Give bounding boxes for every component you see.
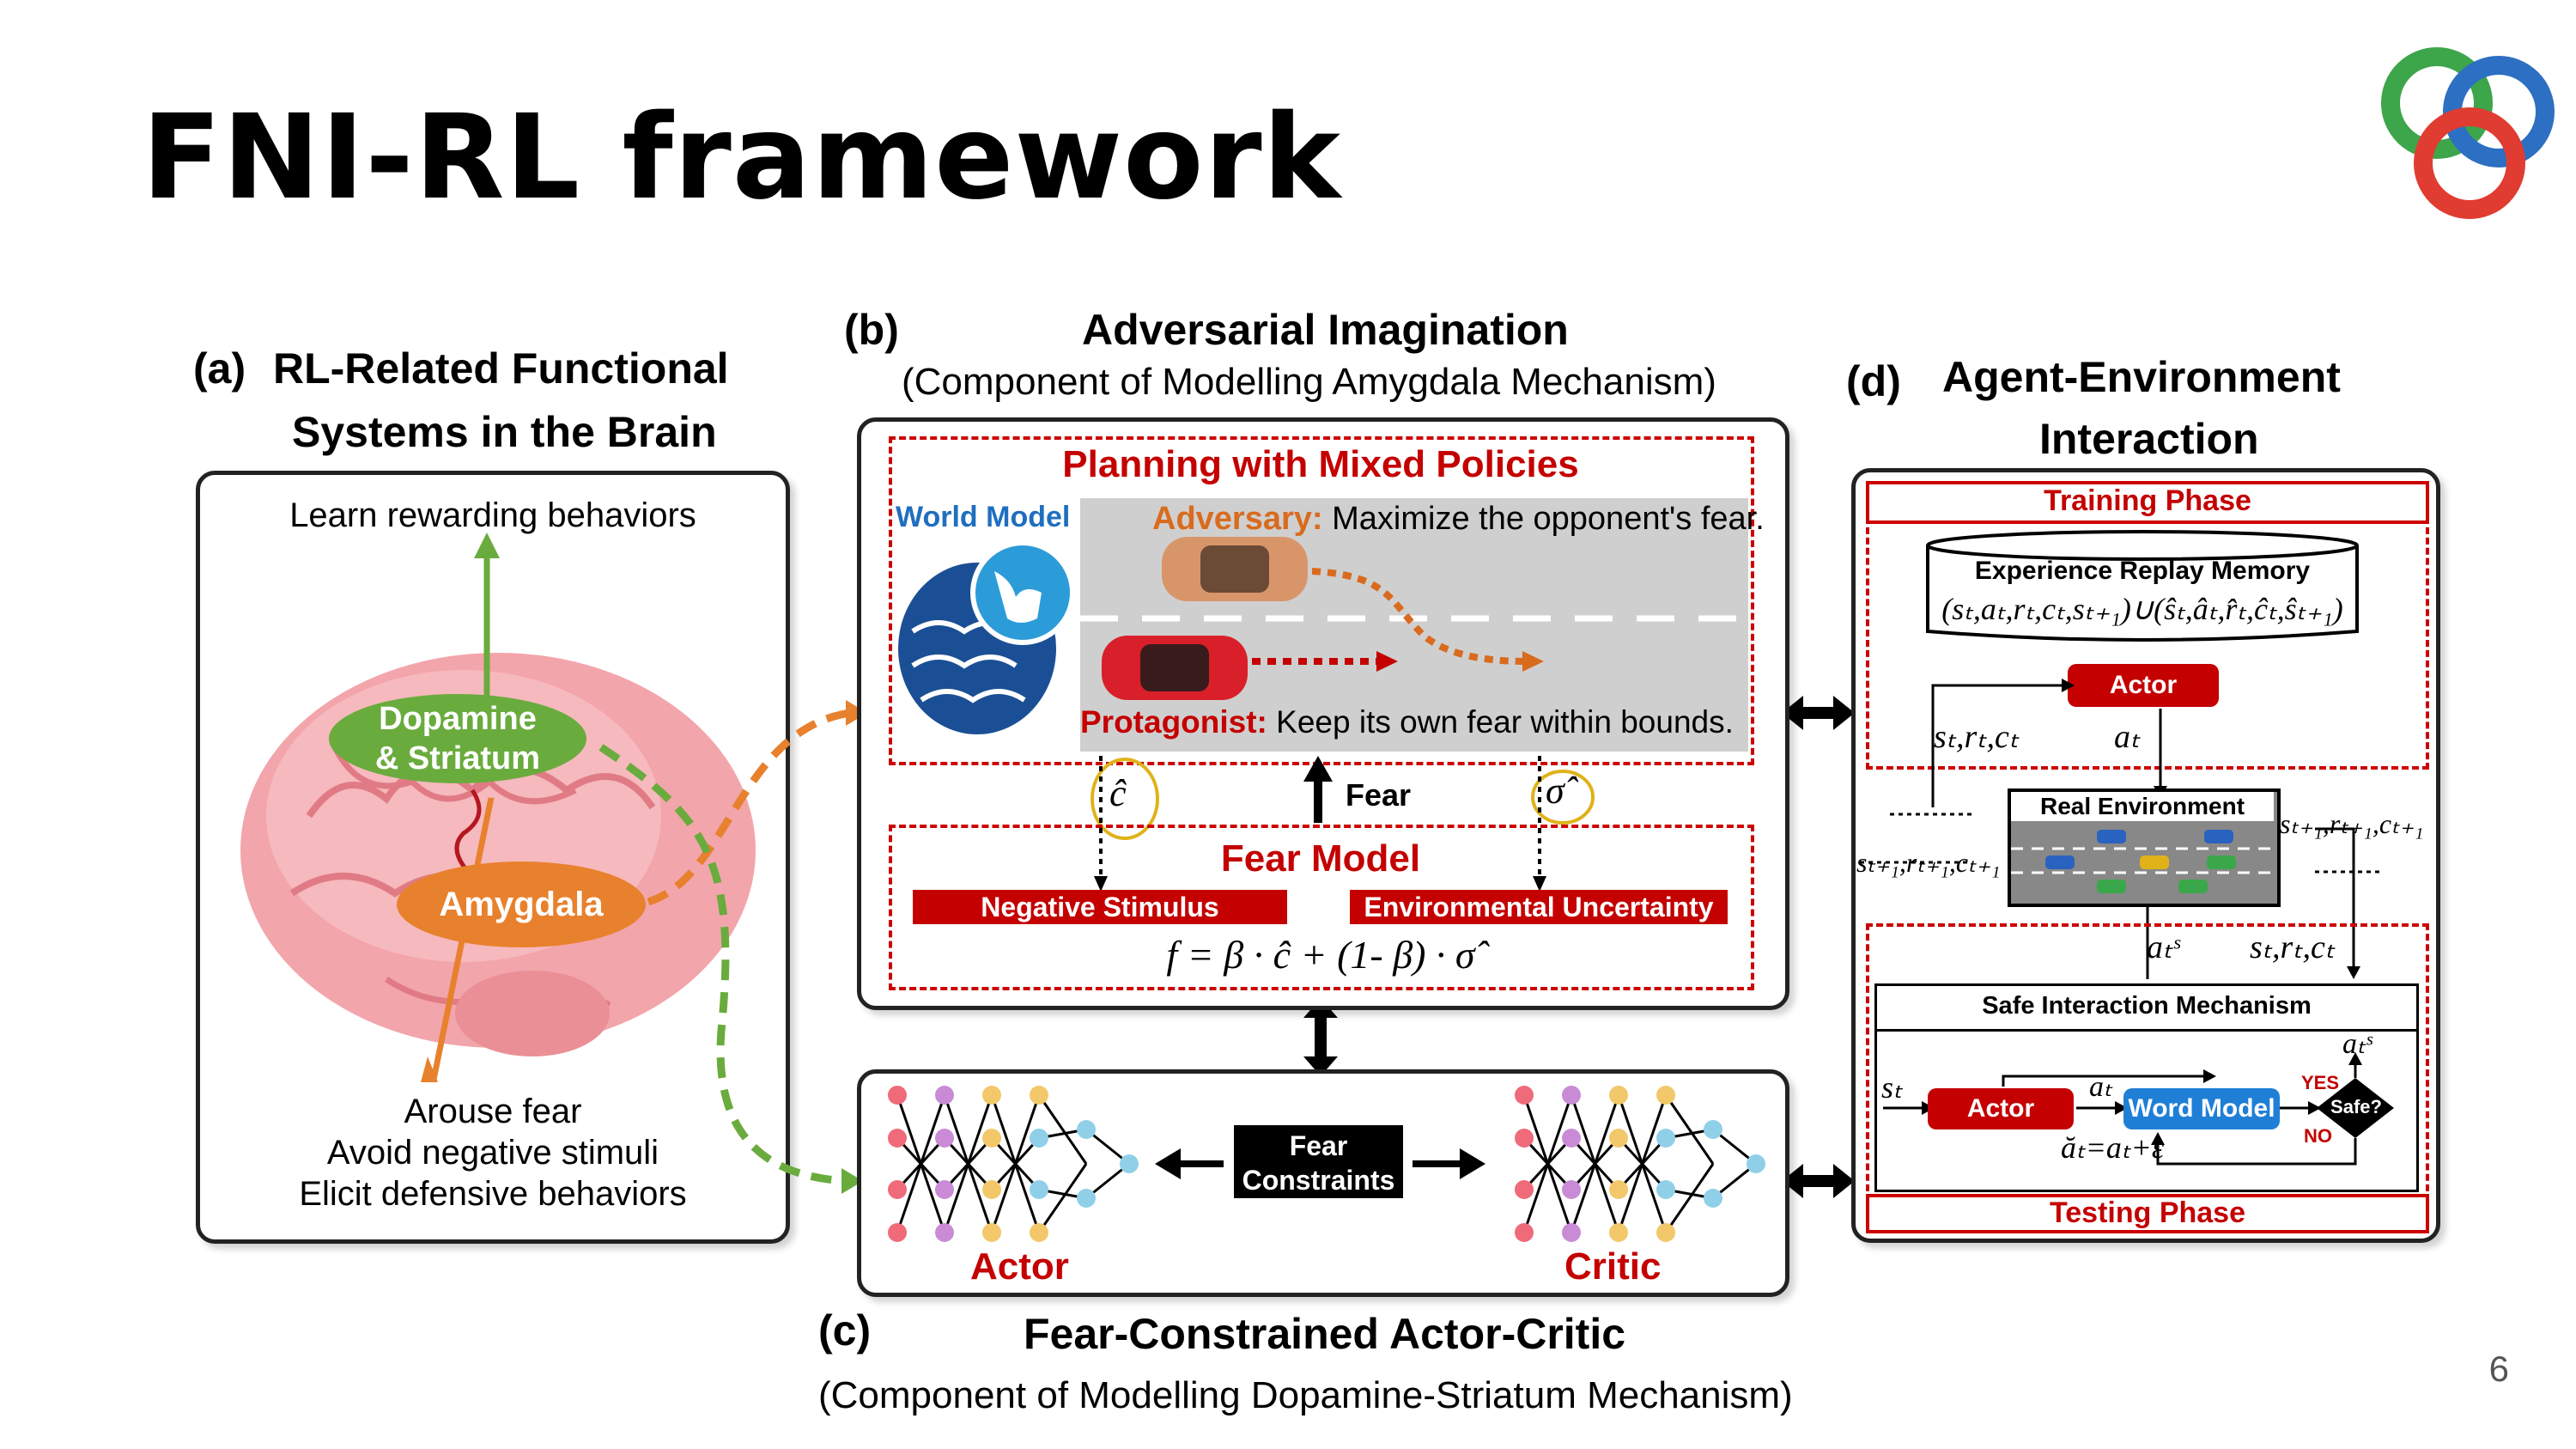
testing-action-label: aₜ: [2089, 1071, 2113, 1103]
word-model-box: Word Model: [2123, 1088, 2280, 1129]
adversary-text-row: Adversary: Maximize the opponent's fear.: [1152, 501, 1765, 538]
safe-mechanism-flow: [1883, 1052, 2394, 1166]
adversary-label: Adversary:: [1152, 501, 1323, 537]
panel-b-subtitle: (Component of Modelling Amygdala Mechani…: [902, 361, 1716, 403]
real-environment-label: Real Environment: [2011, 792, 2274, 821]
panel-c-title: Fear-Constrained Actor-Critic: [1024, 1310, 1626, 1358]
real-environment-road: [2011, 830, 2274, 893]
page-number: 6: [2488, 1349, 2509, 1389]
sigma-hat-symbol: σ̂: [1546, 770, 1564, 812]
avoid-stimuli-text: Avoid negative stimuli: [326, 1134, 659, 1172]
perturbed-action-label: ăₜ=aₜ+ε: [2061, 1130, 2165, 1165]
panel-d-title-line1: Agent-Environment: [1942, 353, 2341, 401]
panel-b-tag: (b): [844, 306, 899, 354]
striatum-label: & Striatum: [374, 740, 541, 776]
panel-a-tag: (a): [193, 344, 246, 393]
panel-a-title-line2: Systems in the Brain: [292, 408, 717, 456]
panel-b-title: Adversarial Imagination: [1082, 306, 1569, 354]
adversary-text: Maximize the opponent's fear.: [1332, 501, 1765, 537]
fear-signals: [1091, 756, 1595, 892]
training-phase-header: [1866, 481, 2429, 524]
replay-memory-title: Experience Replay Memory: [1974, 557, 2311, 585]
panel-c-tag: (c): [818, 1306, 872, 1355]
critic-network-graphic: [1515, 1086, 1765, 1242]
testing-phase-footer: [1866, 1194, 2429, 1233]
next-state-left-label: sₜ₊₁,rₜ₊₁,cₜ₊₁: [1856, 847, 2001, 878]
protagonist-text: Keep its own fear within bounds.: [1276, 704, 1734, 740]
critic-network-label: Critic: [1564, 1245, 1662, 1288]
fear-model-dashed-box: [889, 825, 1754, 990]
replay-memory-formula: (sₜ,aₜ,rₜ,cₜ,sₜ₊₁)∪(ŝₜ,âₜ,r̂ₜ,ĉₜ,ŝₜ₊₁): [1941, 592, 2343, 626]
nature-computation-society-logo: [2381, 47, 2555, 219]
fear-effects-text: Arouse fear Avoid negative stimuli Elici…: [196, 1091, 790, 1215]
learn-rewarding-text: Learn rewarding behaviors: [289, 496, 696, 534]
no-label: NO: [2304, 1125, 2332, 1147]
planning-title: Planning with Mixed Policies: [1062, 443, 1579, 485]
next-state-right-label: sₜ₊₁,rₜ₊₁,cₜ₊₁: [2280, 808, 2424, 839]
dopamine-label: Dopamine: [379, 701, 537, 737]
replay-memory-cylinder: [1926, 530, 2359, 642]
actor-critic-networks: [888, 1086, 1765, 1242]
safe-action-label: aₜˢ: [2147, 929, 2180, 965]
dopamine-striatum-node: Dopamine & Striatum: [329, 694, 586, 783]
testing-phase-label: Testing Phase: [2050, 1196, 2245, 1229]
action-label: aₜ: [2114, 719, 2141, 755]
fear-formula: f = β · ĉ + (1- β) · σ̂: [1166, 933, 1475, 977]
state-input-label: sₜ: [1881, 1070, 1903, 1105]
fear-constraints-line2: Constraints: [1242, 1165, 1395, 1196]
training-actor-box: Actor: [2068, 664, 2219, 707]
arouse-fear-text: Arouse fear: [404, 1093, 582, 1130]
testing-phase-dashed-box: [1866, 923, 2429, 1202]
protagonist-text-row: Protagonist: Keep its own fear within bo…: [1080, 704, 1734, 740]
actor-network-graphic: [888, 1086, 1139, 1242]
safe-mechanism-label: Safe Interaction Mechanism: [1982, 992, 2312, 1020]
safe-mechanism-header: [1874, 983, 2419, 1032]
road-scene-drawing: [1080, 537, 1748, 700]
world-model-label: World Model: [896, 501, 1071, 533]
training-phase-label: Training Phase: [2044, 484, 2251, 517]
yes-label: YES: [2301, 1072, 2340, 1093]
negative-stimulus-bar: Negative Stimulus: [913, 890, 1287, 924]
slide-title: FNI-RL framework: [142, 90, 1342, 226]
amygdala-node: Amygdala: [397, 861, 646, 947]
safe-action-top-label: aₜˢ: [2342, 1028, 2372, 1060]
defensive-behaviors-text: Elicit defensive behaviors: [299, 1175, 687, 1213]
fear-constraints-box: Fear Constraints: [1234, 1125, 1403, 1198]
training-phase-dashed-box: [1866, 517, 2429, 770]
fear-label: Fear: [1346, 777, 1412, 813]
panel-a-title-line1: RL-Related Functional: [273, 344, 729, 393]
world-model-brain-globe-icon: [898, 540, 1075, 734]
panel-d-title-line2: Interaction: [2039, 415, 2259, 463]
safe-mechanism-box: [1874, 1026, 2419, 1192]
actor-network-label: Actor: [970, 1245, 1069, 1288]
fear-constraints-line1: Fear: [1289, 1130, 1348, 1161]
protagonist-label: Protagonist:: [1080, 704, 1267, 740]
fear-model-title: Fear Model: [1220, 837, 1421, 880]
c-hat-symbol: ĉ: [1109, 772, 1127, 814]
state-reward-cost-lower-label: sₜ,rₜ,cₜ: [2250, 929, 2336, 965]
panel-d-tag: (d): [1846, 357, 1901, 405]
testing-actor-box: Actor: [1928, 1088, 2074, 1129]
state-reward-cost-label: sₜ,rₜ,cₜ: [1934, 719, 2020, 755]
safe-decision-label: Safe?: [2330, 1096, 2382, 1117]
panel-c-subtitle: (Component of Modelling Dopamine-Striatu…: [818, 1374, 1793, 1416]
environmental-uncertainty-bar: Environmental Uncertainty: [1350, 890, 1728, 924]
